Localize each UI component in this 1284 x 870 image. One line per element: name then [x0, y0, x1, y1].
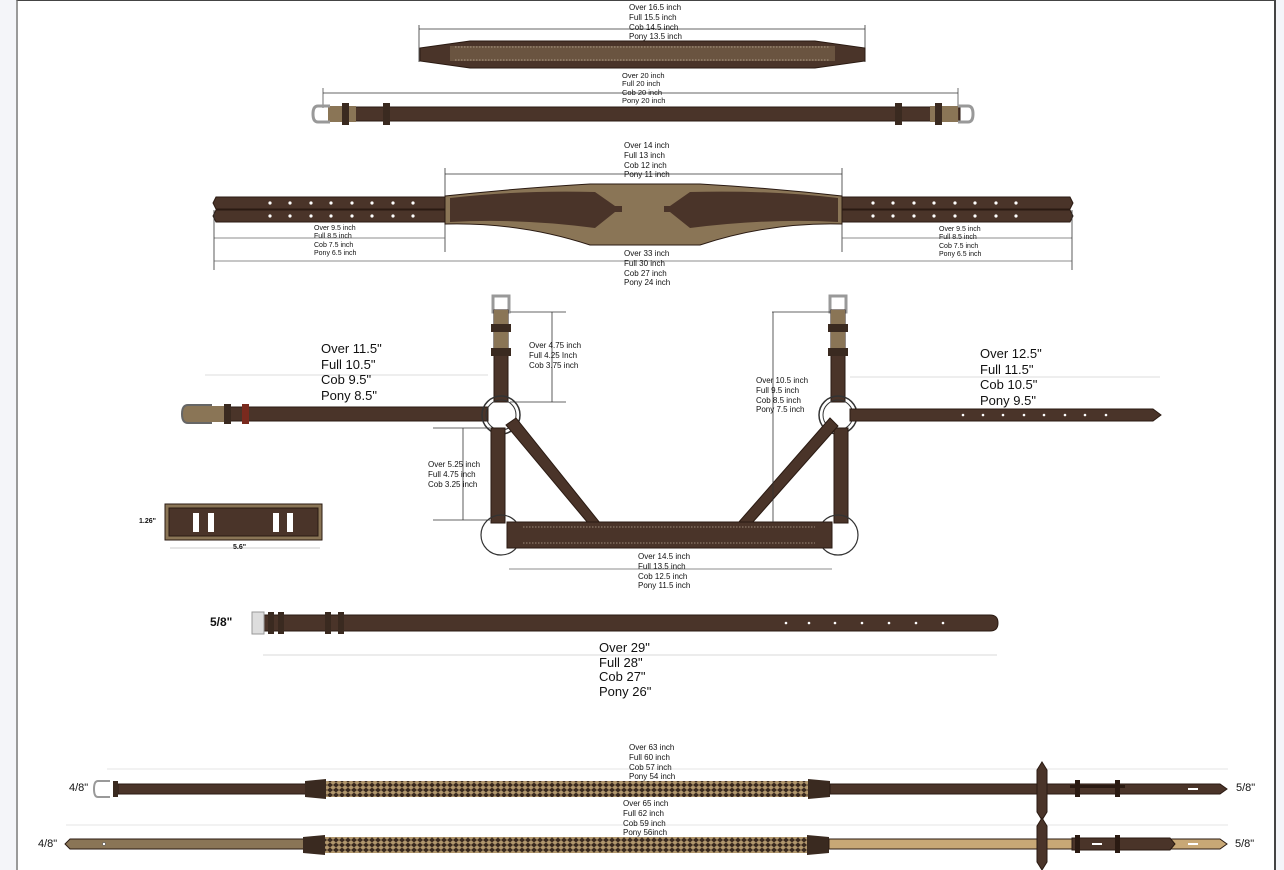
rein-top-right-width: 5/8": [1236, 782, 1256, 794]
strap-width-label: 5/8": [210, 615, 233, 629]
cavesson-frame: [180, 294, 1162, 570]
rein-bottom-left-width: 4/8": [38, 838, 58, 850]
left-cheek-lower-size-label: Over 5.25 inch Full 4.75 inch Cob 3.25 i…: [428, 460, 481, 489]
strap-5-8-size-label: Over 29" Full 28" Cob 27" Pony 26": [599, 640, 652, 699]
five-eighths-strap: [251, 611, 999, 656]
right-strap-size-label: Over 12.5" Full 11.5" Cob 10.5" Pony 9.5…: [980, 346, 1042, 408]
left-strap-size-label: Over 11.5" Full 10.5" Cob 9.5" Pony 8.5": [321, 341, 382, 403]
padded-noseband: [212, 168, 1074, 270]
rein-bottom: [64, 824, 1228, 855]
rein-connector: [1036, 761, 1048, 870]
browband-size-label: Over 16.5 inch Full 15.5 inch Cob 14.5 i…: [629, 3, 682, 42]
double-buckle-strap: [311, 88, 975, 125]
rein-bottom-size-label: Over 65 inch Full 62 inch Cob 59 inch Po…: [623, 799, 669, 838]
rein-top-size-label: Over 63 inch Full 60 inch Cob 57 inch Po…: [629, 743, 676, 782]
noseband-total-size-label: Over 33 inch Full 30 inch Cob 27 inch Po…: [624, 249, 671, 288]
rein-top-left-width: 4/8": [69, 782, 89, 794]
keeper-width-label: 5.6": [233, 544, 247, 551]
right-cheek-size-label: Over 10.5 inch Full 9.5 inch Cob 8.5 inc…: [756, 376, 809, 415]
browband: [418, 25, 866, 69]
rein-top: [92, 768, 1228, 799]
keeper-plate: [164, 503, 323, 549]
chin-bar-size-label: Over 14.5 inch Full 13.5 inch Cob 12.5 i…: [638, 552, 691, 591]
drawing-sheet: [16, 0, 1276, 870]
left-cheek-upper-size-label: Over 4.75 inch Full 4.25 Inch Cob 3.75 i…: [529, 341, 582, 370]
noseband-center-size-label: Over 14 inch Full 13 inch Cob 12 inch Po…: [624, 141, 670, 180]
rein-bottom-right-width: 5/8": [1235, 838, 1255, 850]
noseband-left-size-label: Over 9.5 inch Full 8.5 inch Cob 7.5 inch…: [314, 225, 357, 258]
noseband-right-size-label: Over 9.5 inch Full 8.5 inch Cob 7.5 inch…: [939, 226, 982, 259]
keeper-height-label: 1.26": [139, 518, 156, 525]
double-strap-size-label: Over 20 inch Full 20 inch Cob 20 inch Po…: [622, 71, 666, 106]
